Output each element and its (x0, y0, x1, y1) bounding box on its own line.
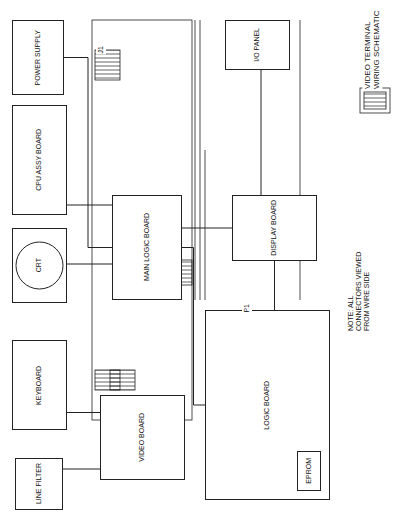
wire-harness (63, 469, 100, 470)
board-label: CPU ASSY BOARD (34, 128, 44, 192)
board-label: CRT (34, 257, 44, 273)
board-box: KEYBOARD (12, 340, 67, 430)
board-label: KEYBOARD (34, 365, 44, 406)
wire-harness (64, 58, 112, 248)
board-box: LINE FILTER (15, 458, 63, 510)
note-text: NOTE: ALL CONNECTORS VIEWED FROM WIRE SI… (346, 250, 372, 332)
board-label: MAIN LOGIC BOARD (142, 212, 152, 282)
board-label: DISPLAY BOARD (269, 199, 279, 257)
board-box: POWER SUPPLY (12, 20, 64, 95)
wire-harness (182, 228, 232, 229)
wire-harness (274, 261, 275, 310)
wire-harness (67, 264, 112, 265)
crt-tube: CRT (12, 228, 67, 303)
board-label: VIDEO BOARD (137, 412, 147, 463)
wire-harness (182, 248, 205, 406)
board-box: EPROM (297, 451, 321, 491)
board-label: LINE FILTER (34, 462, 44, 505)
wire-harness (67, 205, 112, 206)
board-box: CPU ASSY BOARD (12, 105, 67, 215)
wire-harness (67, 412, 100, 413)
wire-harness (261, 70, 262, 195)
board-label: EPROM (304, 457, 314, 485)
connector-label: J1 (96, 45, 106, 54)
board-label: I/O PANEL (252, 27, 262, 63)
diagram-title: VIDEO TERMINAL WIRING SCHEMATIC (362, 8, 382, 90)
connector-label: P1 (242, 303, 252, 314)
board-box: VIDEO BOARD (100, 395, 185, 480)
board-box: MAIN LOGIC BOARD (112, 195, 182, 300)
board-box: DISPLAY BOARD (232, 195, 317, 261)
board-box: LOGIC BOARD EPROM (205, 310, 330, 500)
board-label: LOGIC BOARD (262, 380, 272, 431)
board-label: POWER SUPPLY (33, 29, 43, 87)
board-box: I/O PANEL (225, 20, 290, 70)
